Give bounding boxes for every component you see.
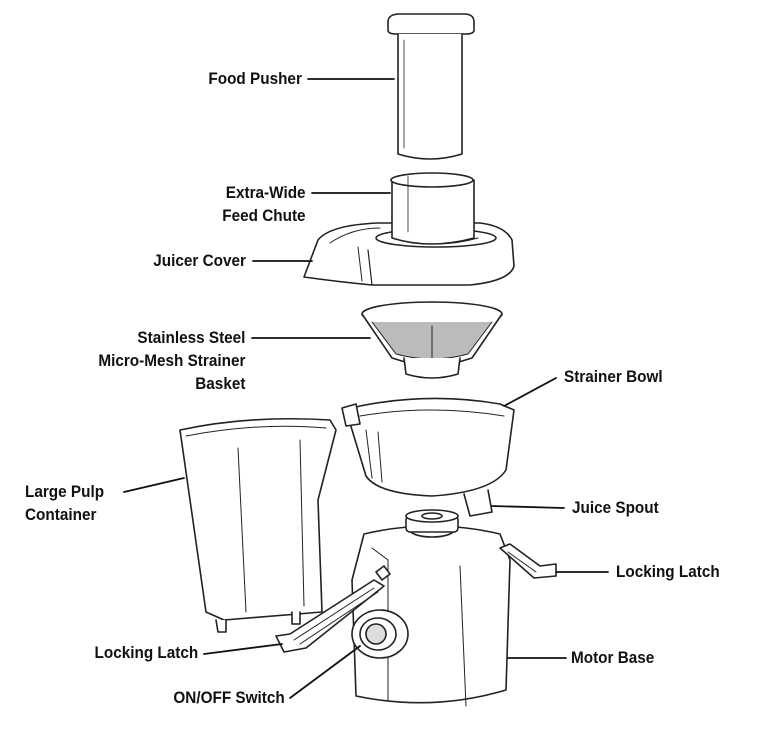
locking-latch-right-part xyxy=(499,543,557,579)
label-locking-latch-right: Locking Latch xyxy=(616,562,720,581)
label-pulp-container: Large Pulp Container xyxy=(25,482,105,524)
leader-locking-latch-left xyxy=(203,643,283,655)
juicer-cover-part xyxy=(303,172,515,286)
label-strainer-basket: Stainless Steel Micro-Mesh Strainer Bask… xyxy=(97,328,245,393)
on-off-switch-part xyxy=(351,609,409,659)
strainer-basket-part xyxy=(361,301,503,379)
pulp-container-part xyxy=(179,417,337,633)
leader-juice-spout xyxy=(491,505,565,509)
label-on-off-switch: ON/OFF Switch xyxy=(173,688,285,707)
label-juice-spout: Juice Spout xyxy=(572,498,659,517)
label-food-pusher: Food Pusher xyxy=(208,69,302,88)
strainer-bowl-part xyxy=(341,397,515,517)
leader-strainer-bowl xyxy=(503,377,557,407)
label-motor-base: Motor Base xyxy=(571,648,655,667)
label-juicer-cover: Juicer Cover xyxy=(153,251,246,270)
label-locking-latch-left: Locking Latch xyxy=(94,643,198,662)
leader-on-off-switch xyxy=(289,645,361,699)
leader-pulp-container xyxy=(123,477,185,493)
food-pusher-part xyxy=(387,13,475,160)
locking-latch-left-part xyxy=(275,565,391,653)
label-feed-chute: Extra-Wide Feed Chute xyxy=(222,183,306,225)
motor-base-part xyxy=(351,509,511,707)
leader-lines xyxy=(123,78,609,699)
label-strainer-bowl: Strainer Bowl xyxy=(564,367,663,386)
